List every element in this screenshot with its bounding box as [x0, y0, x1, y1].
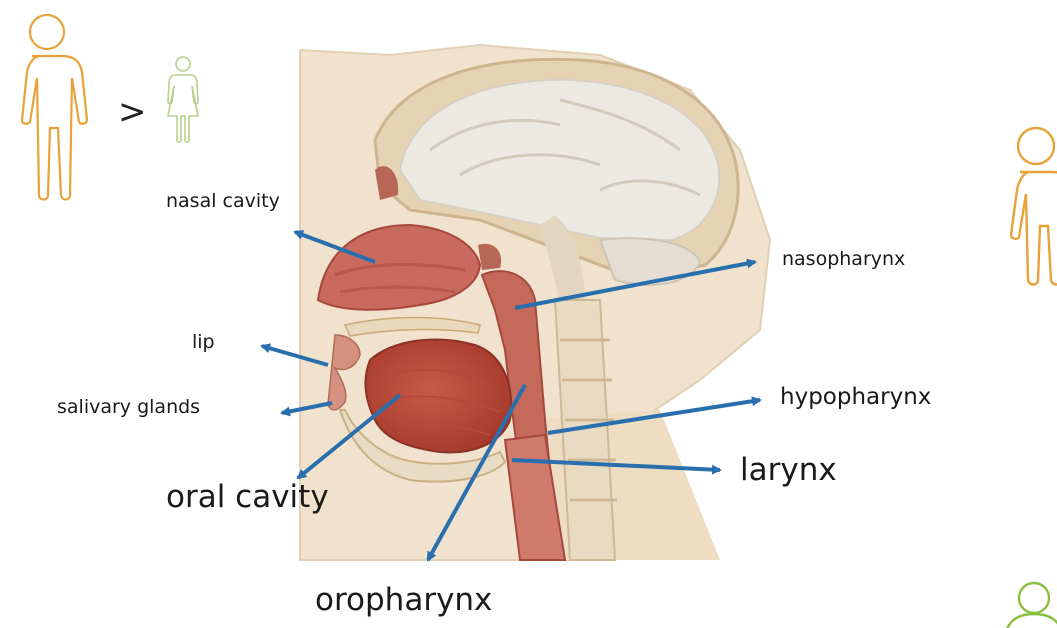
- male-figure-icon: [22, 15, 87, 200]
- label-larynx: larynx: [740, 455, 837, 486]
- label-salivary-glands: salivary glands: [57, 398, 200, 417]
- label-lip: lip: [192, 333, 215, 352]
- label-hypopharynx: hypopharynx: [780, 386, 931, 409]
- person-icon: [1011, 128, 1057, 285]
- label-nasal-cavity: nasal cavity: [166, 192, 280, 211]
- label-oral-cavity: oral cavity: [166, 482, 329, 513]
- female-figure-icon: [168, 57, 198, 142]
- label-nasopharynx: nasopharynx: [782, 250, 905, 269]
- comparison-symbol: >: [118, 92, 147, 132]
- person-icon-green: [1006, 583, 1057, 628]
- label-oropharynx: oropharynx: [315, 585, 492, 616]
